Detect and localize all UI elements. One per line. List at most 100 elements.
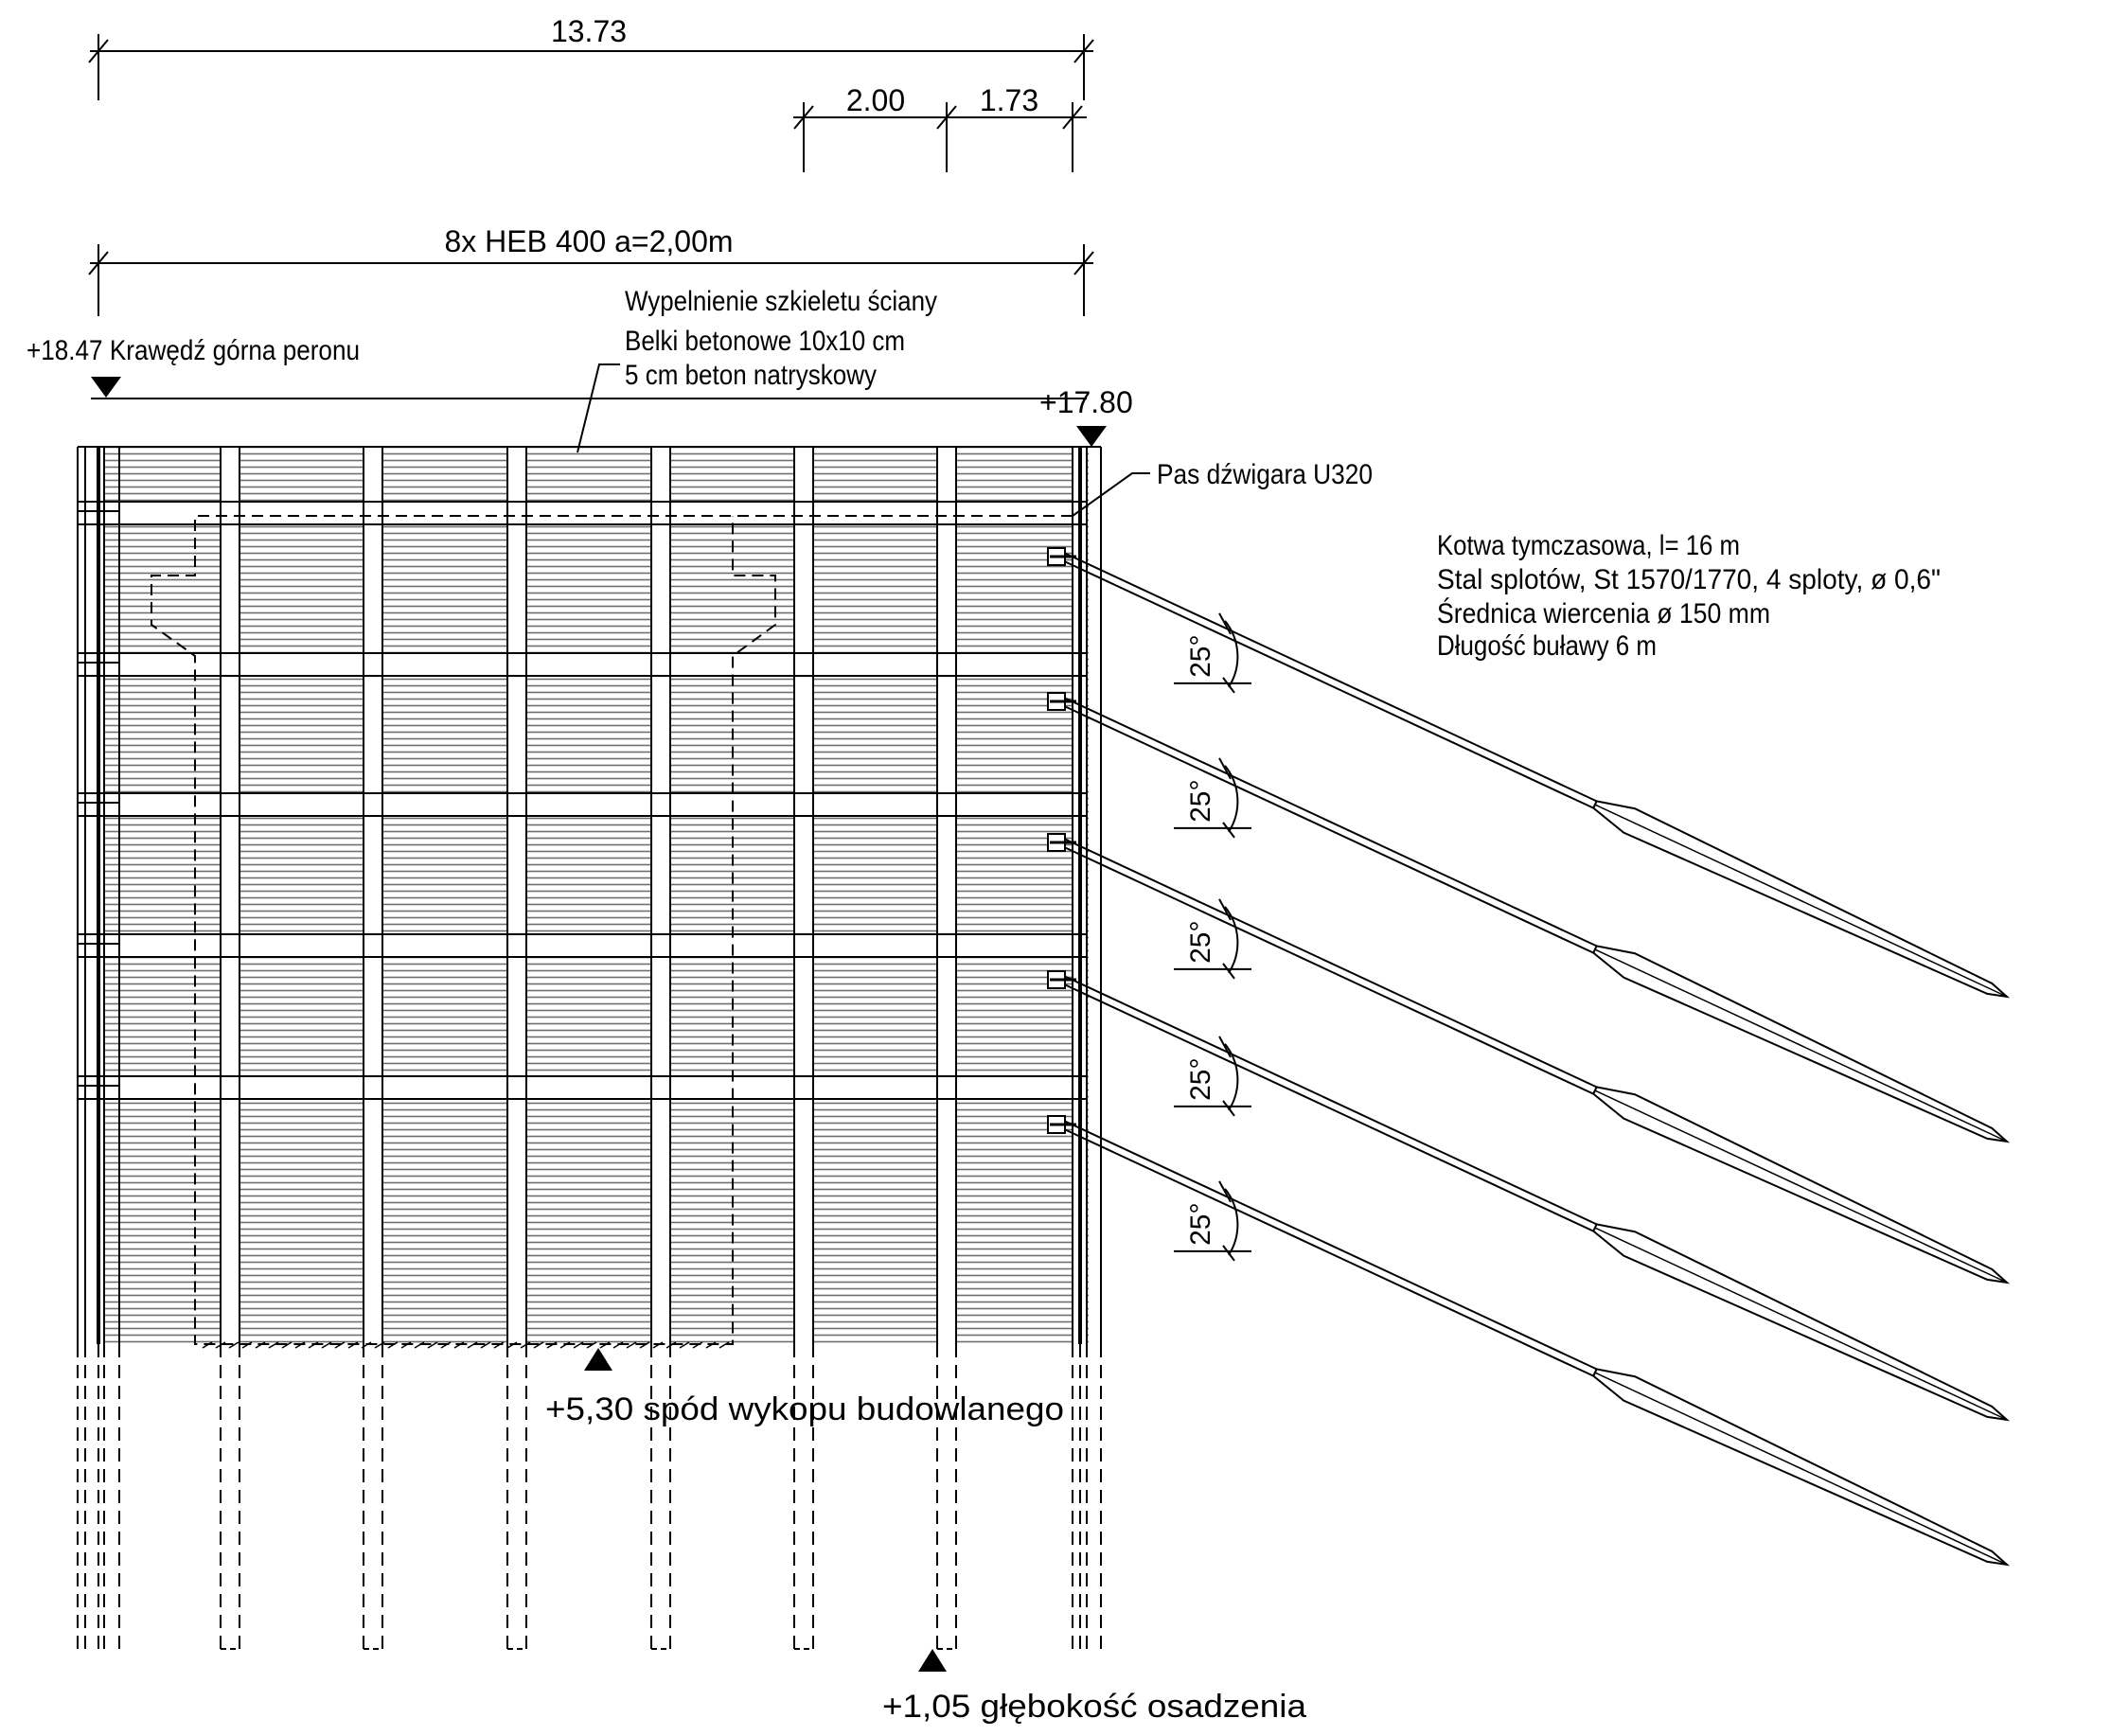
ground-hatch [652,1341,664,1349]
ground-hatch [294,1341,306,1349]
post-band-5 [794,447,813,1344]
dimension-overall [88,34,1094,100]
dimension-beams-label: 8x HEB 400 a=2,00m [444,224,733,258]
ground-hatch [506,1341,518,1349]
ground-hatch [573,1341,584,1349]
fill-note-leader [577,363,620,453]
ground-hatch [281,1341,293,1349]
ground-hatch [228,1341,239,1349]
ground-hatch [400,1341,412,1349]
ground-hatch [453,1341,465,1349]
anchor-tendon [1060,1126,1594,1377]
waler-band-4 [78,934,1087,957]
ground-hatch [308,1341,319,1349]
dimension-overall-value: 13.73 [551,14,627,48]
angle-tick [1218,898,1232,921]
ground-hatch [705,1341,717,1349]
ground-hatch [586,1341,597,1349]
top-level-label: +17.80 [1039,385,1133,419]
ground-hatch [493,1341,505,1349]
anchor-angle-label: 25° [1185,779,1216,822]
ground-hatch [467,1341,478,1349]
waler-band-3 [78,793,1087,816]
anchor-4: 25° [1047,970,2011,1422]
ground-hatch [546,1341,558,1349]
anchor-angle-label: 25° [1185,634,1216,677]
top-level-marker [1076,426,1107,447]
angle-tick [1218,612,1232,635]
waler-band-1 [78,502,1087,524]
ground-hatch [387,1341,399,1349]
anchor-3: 25° [1047,833,2011,1284]
post-band-2 [364,447,382,1344]
anchor-bulb-axis [1594,1089,2008,1284]
post-band-6 [937,447,956,1344]
dimension-segments [793,102,1087,172]
ground-anchors: 25° 25° 25° 25° 25° [1047,547,2011,1567]
anchor-bulb-axis [1594,948,2008,1143]
anchor-bulb-axis [1594,1227,2008,1421]
ground-hatch [321,1341,332,1349]
ground-hatch [599,1341,611,1349]
ground-hatch [639,1341,650,1349]
ground-hatch [520,1341,531,1349]
angle-arc [1224,765,1239,833]
anchor-angle-label: 25° [1185,1057,1216,1100]
wall-structure-lines [77,446,1102,1650]
angle-tick [1222,677,1235,694]
anchor-tendon [1064,975,1598,1226]
ground-hatch [679,1341,690,1349]
platform-edge-marker [91,377,121,398]
angle-arc [1224,620,1239,688]
ground-hatch [665,1341,677,1349]
dimension-segment-b: 1.73 [980,83,1038,117]
wall-hatch-infill [104,447,1089,1344]
angle-tick [1218,1180,1232,1203]
angle-tick [1222,1245,1235,1262]
anchor-5: 25° [1047,1115,2011,1567]
anchor-tendon [1060,844,1594,1095]
ground-hatch [692,1341,703,1349]
anchor-1: 25° [1047,547,2011,999]
ground-hatch [414,1341,425,1349]
anchor-note-line4: Długość buławy 6 m [1437,630,1657,662]
anchor-tendon [1064,838,1598,1089]
angle-tick [1222,963,1235,980]
fill-note-line3: 5 cm beton natryskowy [625,360,877,391]
girder-label: Pas dźwigara U320 [1157,459,1373,490]
ground-hatch [626,1341,637,1349]
anchor-tendon [1064,552,1598,803]
anchor-bulb-axis [1594,1372,2008,1566]
girder-leader [1072,472,1150,517]
anchor-note-line1: Kotwa tymczasowa, l= 16 m [1437,530,1740,561]
ground-hatch [440,1341,452,1349]
angle-tick [1222,822,1235,839]
ground-hatch [559,1341,571,1349]
anchor-angle-label: 25° [1185,920,1216,963]
ground-hatch [480,1341,491,1349]
platform-edge-label: +18.47 Krawędź górna peronu [27,335,360,366]
post-band-1 [221,447,239,1344]
dimension-beams [88,244,1094,316]
fill-note-line2: Belki betonowe 10x10 cm [625,326,905,357]
anchor-note-line2: Stal splotów, St 1570/1770, 4 sploty, ø … [1437,564,1941,595]
angle-tick [1222,1100,1235,1117]
ground-hatch [718,1341,730,1349]
excavation-bottom-marker [584,1348,612,1371]
dimension-segment-a: 2.00 [846,83,905,117]
ground-hatch [241,1341,253,1349]
anchor-tendon [1064,697,1598,948]
angle-arc [1224,1043,1239,1111]
waler-band-2 [78,653,1087,676]
anchor-2: 25° [1047,692,2011,1143]
post-band-3 [507,447,526,1344]
angle-arc [1224,906,1239,974]
fill-note-line1: Wypelnienie szkieletu ściany [625,286,937,317]
excavation-bottom-label: +5,30 spód wykopu budowlanego [545,1391,1064,1427]
anchor-tendon [1060,982,1594,1232]
embed-depth-label: +1,05 głębokość osadzenia [882,1689,1306,1725]
ground-hatch [255,1341,266,1349]
angle-arc [1224,1188,1239,1256]
anchor-angle-label: 25° [1185,1202,1216,1245]
anchor-tendon [1064,1120,1598,1371]
